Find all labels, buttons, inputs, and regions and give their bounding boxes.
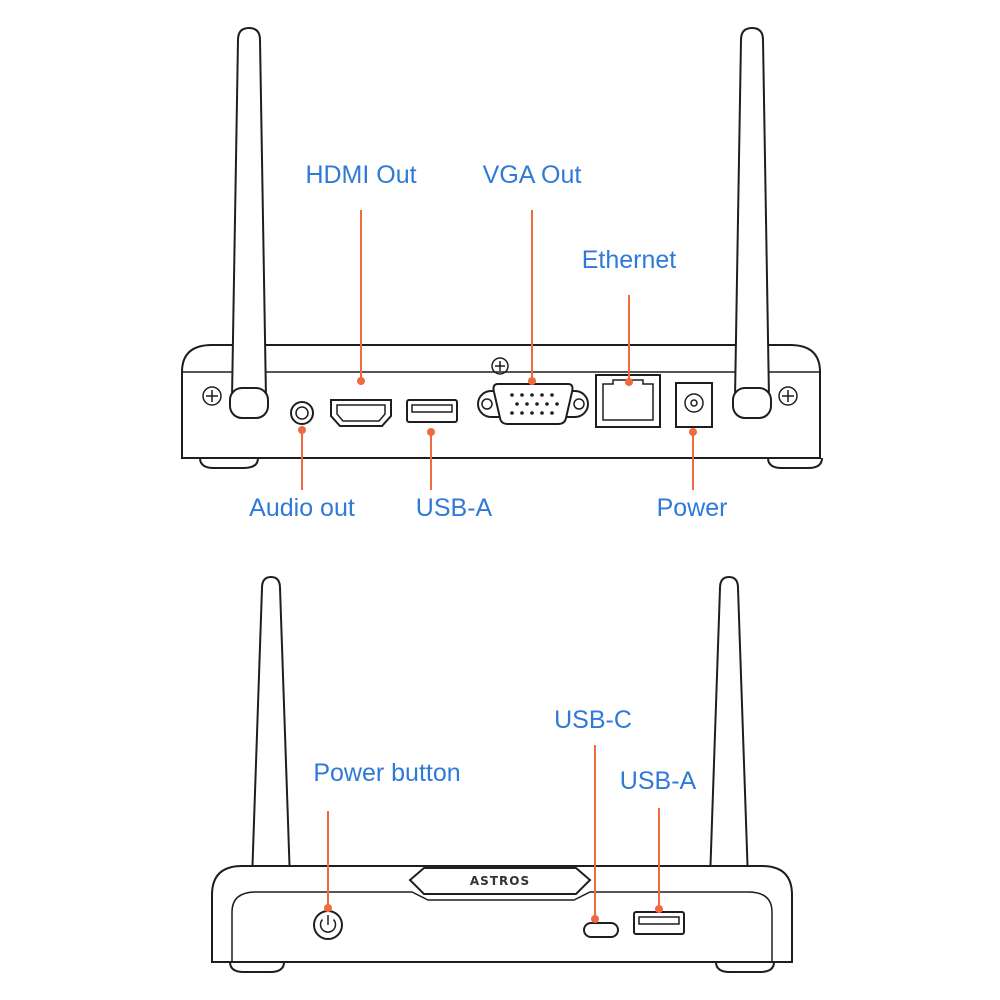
usb-c-port [583, 922, 619, 938]
label-vga-out: VGA Out [483, 161, 582, 189]
usb-a-port-back [406, 399, 458, 423]
label-usb-a-back: USB-A [416, 494, 493, 522]
label-hdmi-out: HDMI Out [305, 161, 416, 189]
power-button-leader-dot [324, 904, 332, 912]
foot-right [767, 457, 823, 469]
label-ethernet: Ethernet [582, 246, 677, 274]
ethernet-leader-dot [625, 378, 633, 386]
foot-left [199, 457, 259, 469]
antenna-left [229, 26, 269, 419]
label-power: Power [657, 494, 728, 522]
front-panel: ASTROS Power button USB-C USB-A [211, 575, 793, 973]
dc-power-jack [675, 382, 713, 428]
power-leader-dot [689, 428, 697, 436]
label-power-button: Power button [313, 759, 460, 787]
label-audio-out: Audio out [249, 494, 355, 522]
audio-out-leader-dot [298, 426, 306, 434]
label-usb-a-front: USB-A [620, 767, 697, 795]
front-foot-left [229, 961, 285, 973]
usb-a-back-leader-dot [427, 428, 435, 436]
antenna-right [732, 26, 772, 419]
usb-a-front-leader-dot [655, 905, 663, 913]
front-antenna-left [250, 575, 292, 881]
hdmi-port [330, 399, 392, 427]
audio-jack [290, 401, 314, 425]
hdmi-out-leader-dot [357, 377, 365, 385]
vga-out-leader-dot [528, 377, 536, 385]
front-chassis [211, 865, 793, 963]
front-chassis-bevel [231, 891, 773, 962]
brand-logo-text: ASTROS [470, 874, 530, 888]
screw-right [778, 386, 798, 406]
front-foot-right [715, 961, 775, 973]
screw-left [202, 386, 222, 406]
usb-c-leader-dot [591, 915, 599, 923]
back-panel: HDMI Out VGA Out Ethernet Audio out USB-… [181, 26, 823, 522]
vga-port [477, 357, 589, 425]
front-antenna-right [708, 575, 750, 881]
label-usb-c: USB-C [554, 706, 632, 734]
brand-plate: ASTROS [408, 867, 592, 895]
